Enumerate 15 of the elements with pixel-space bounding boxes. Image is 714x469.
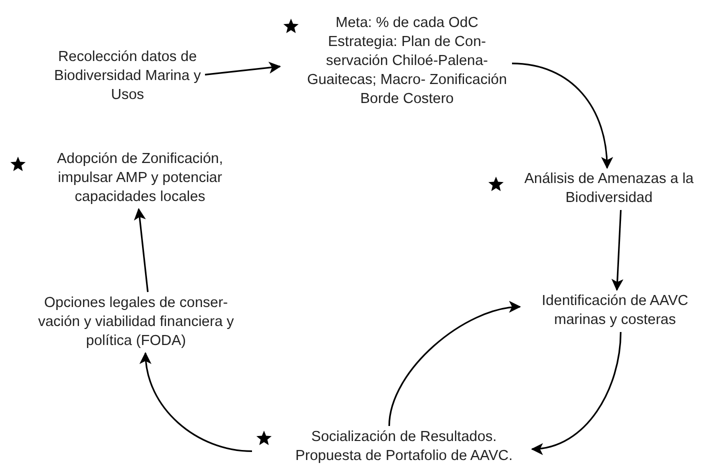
step-text: Identificación de AAVC marinas y costeras — [540, 292, 690, 330]
step-text: Estrategia: Plan de Con- servación Chiloé-Palena- Guaitecas; Macro- Zonificación Borde Costero — [307, 33, 507, 109]
arrow — [531, 332, 622, 454]
arrow — [140, 352, 252, 452]
arrow — [204, 62, 281, 76]
arrow — [611, 210, 624, 291]
arrow — [388, 302, 521, 426]
step-text: Socialización de Resultados. Propuesta de Portafolio de AAVC. — [294, 428, 514, 466]
step-text: Opciones legales de conser- vación y viabilidad financiera y política (FODA) — [37, 294, 235, 351]
arrow — [512, 62, 613, 169]
arrow — [134, 208, 149, 292]
step-text: Recolección datos de Biodiversidad Marina y Usos — [53, 48, 202, 105]
step-text: Meta: % de cada OdC — [334, 14, 480, 33]
step-text: Análisis de Amenazas a la Biodiversidad — [523, 170, 695, 208]
step-text: Adopción de Zonificación, impulsar AMP y potenciar capacidades locales — [56, 150, 224, 207]
